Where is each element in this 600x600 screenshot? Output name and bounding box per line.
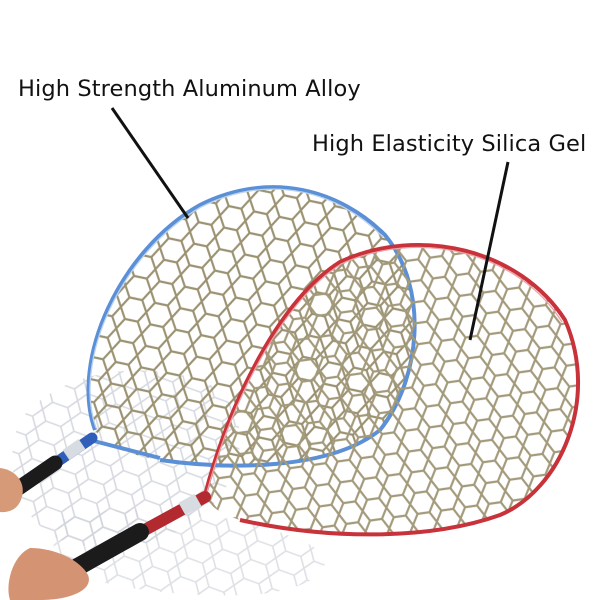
aluminum-alloy-label: High Strength Aluminum Alloy: [18, 76, 361, 102]
silica-gel-label: High Elasticity Silica Gel: [312, 131, 587, 157]
hands: [0, 468, 89, 600]
annotation-pointers: [110, 107, 510, 341]
